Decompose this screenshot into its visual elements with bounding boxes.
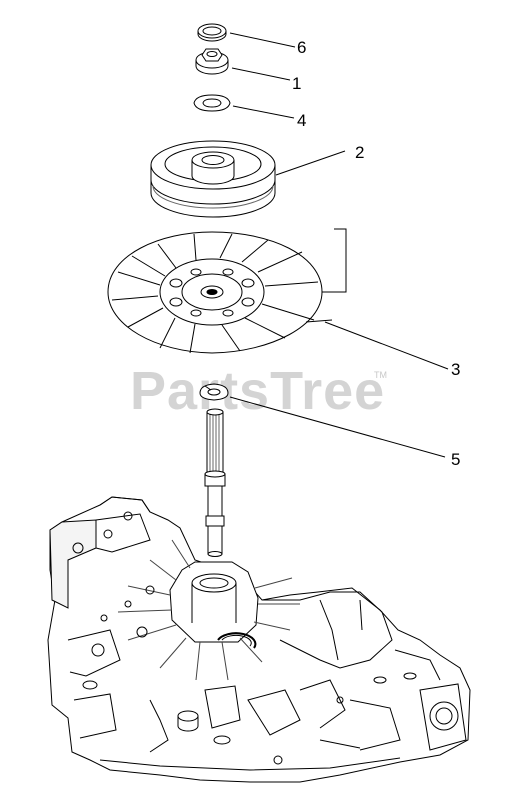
- transaxle-housing[interactable]: [48, 497, 470, 782]
- callout-3: 3: [451, 360, 461, 379]
- callout-1: 1: [292, 74, 302, 93]
- callout-4: 4: [297, 111, 307, 130]
- partstree-watermark: PartsTree: [130, 361, 386, 421]
- callout-5: 5: [451, 450, 461, 469]
- part-2-pulley[interactable]: [151, 141, 275, 217]
- part-5-e-clip[interactable]: [200, 384, 228, 400]
- input-shaft[interactable]: [205, 409, 225, 557]
- trademark-mark: TM: [374, 370, 387, 380]
- part-1-flange-nut[interactable]: [196, 49, 228, 74]
- part-4-washer[interactable]: [194, 95, 230, 111]
- leader-lines: [230, 33, 448, 457]
- callout-2: 2: [355, 143, 365, 162]
- part-6-retaining-ring[interactable]: [198, 24, 226, 41]
- callout-6: 6: [297, 38, 307, 57]
- part-3-cooling-fan[interactable]: [108, 232, 332, 353]
